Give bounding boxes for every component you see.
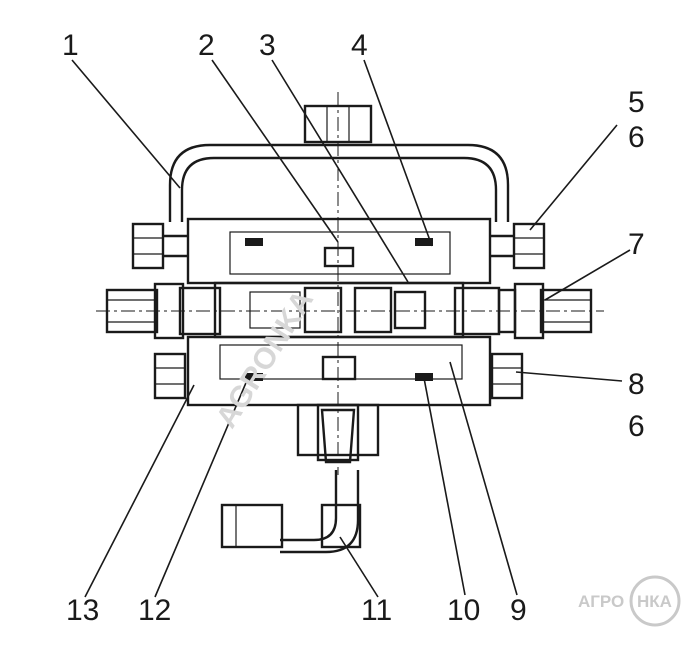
callout-7: 7 [628,228,645,261]
handle-bail [168,143,510,222]
callout-2: 2 [198,29,215,62]
leader-lines [71,59,631,598]
callout-5: 5 [628,86,645,119]
lower-right-bolt [490,352,524,400]
callout-6-lower: 6 [628,410,645,443]
elbow-fitting [220,470,362,554]
callout-1: 1 [62,29,79,62]
callout-6-upper: 6 [628,121,645,154]
upper-right-bolt [490,222,546,270]
callout-3: 3 [259,29,276,62]
callout-10: 10 [447,594,480,627]
callout-9: 9 [510,594,527,627]
center-lines [96,92,604,475]
upper-body [186,217,492,285]
agronka-logo: АГРО НКА [578,575,681,627]
callout-8: 8 [628,368,645,401]
lower-left-bolt [153,352,187,400]
upper-left-bolt [131,222,188,270]
callout-13: 13 [66,594,99,627]
watermark-text: AGRONKA [210,285,320,434]
logo-text-part2: НКА [637,592,672,611]
logo-text-part1: АГРО [578,592,624,611]
middle-spool-section [178,281,501,339]
callout-numbers: 1 2 3 4 5 6 7 8 6 9 10 11 12 13 [62,29,645,627]
callout-4: 4 [351,29,368,62]
callout-12: 12 [138,594,171,627]
callout-11: 11 [361,594,392,627]
